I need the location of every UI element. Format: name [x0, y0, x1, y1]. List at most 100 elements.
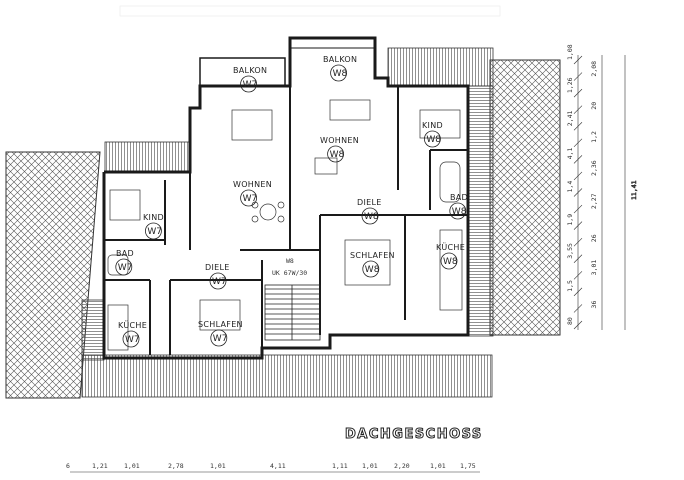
right-dim-value: 2,36: [590, 160, 598, 176]
unit-badge-schlafen-w7: [210, 329, 228, 347]
room-name-balkon-w7: BALKON: [233, 66, 267, 75]
unit-badge-kind-w8: [423, 130, 441, 148]
room-name-balkon-w8: BALKON: [323, 55, 357, 64]
unit-label-wohnen-w7: W7: [243, 194, 258, 204]
unit-label-kuche-w7: W7: [125, 335, 140, 345]
unit-badge-wohnen-w8: [327, 145, 345, 163]
unit-badge-kind-w7: [144, 222, 162, 240]
room-name-diele-w7: DIELE: [205, 263, 230, 272]
room-name-diele-w8: DIELE: [357, 198, 382, 207]
neighbour-building-left: [5, 151, 101, 399]
stair-spec-label: UK 67W/30: [272, 269, 307, 277]
right-dim-tick: [573, 105, 583, 114]
right-dim-value: 2,27: [590, 193, 598, 209]
right-dim-tick: [573, 72, 583, 81]
right-dim-value: 2,41: [566, 111, 574, 127]
unit-badge-bad-w8: [449, 202, 467, 220]
room-name-kind-w8: KIND: [422, 121, 443, 130]
unit-label-kuche-w8: W8: [443, 257, 458, 267]
right-dim-tick: [573, 221, 583, 230]
right-dim-value: 36: [590, 301, 598, 309]
room-name-bad-w7: BAD: [116, 249, 134, 258]
right-dim-tick: [573, 88, 583, 98]
bottom-dim-value: 2,78: [168, 462, 184, 470]
bottom-dimension-chain: 6 1,21 1,01 2,78 1,01 4,11 1,11 1,01 2,20 1,01 1,7…: [66, 462, 480, 473]
bottom-dim-value: 1,75: [460, 462, 476, 470]
right-dim-value: 1,26: [566, 77, 574, 93]
unit-badge-balkon-w7: [240, 75, 258, 93]
unit-label-diele-w7: W7: [212, 277, 227, 287]
bottom-dim-value: 1,01: [430, 462, 446, 470]
unit-label-kind-w7: W7: [147, 227, 162, 237]
unit-badge-balkon-w8: [330, 64, 348, 82]
bottom-dim-value: 4,11: [270, 462, 286, 470]
roof-surfaces: [81, 47, 494, 398]
unit-badge-diele-w8: [361, 207, 379, 225]
room-name-schlafen-w7: SCHLAFEN: [198, 320, 243, 329]
right-dim-tick: [573, 204, 583, 214]
right-dim-value: 3,55: [566, 243, 574, 259]
right-dim-tick: [573, 237, 583, 247]
right-dim-tick: [573, 138, 583, 148]
room-labels: BALKONW7BALKONW8WOHNENW8KINDW8WOHNENW7KI…: [115, 55, 468, 348]
right-dim-value: 4,1: [566, 148, 574, 160]
unit-label-wohnen-w8: W8: [330, 150, 345, 160]
neighbour-building-right: [489, 59, 561, 336]
right-dim-tick: [573, 122, 583, 131]
bottom-dim-value: 1,01: [362, 462, 378, 470]
stair-unit-label: W8: [286, 257, 294, 265]
right-dim-value: 20: [590, 102, 598, 110]
bottom-dim-value: 1,11: [332, 462, 348, 470]
room-name-kuche-w7: KÜCHE: [118, 320, 147, 330]
bottom-dim-value: 1,21: [92, 462, 108, 470]
room-name-bad-w8: BAD: [450, 193, 468, 202]
right-dim-tick: [573, 271, 583, 280]
unit-label-diele-w8: W8: [364, 212, 379, 222]
right-dim-value: 1,2: [590, 131, 598, 143]
furniture: [107, 99, 463, 351]
right-dim-value: 1,5: [566, 280, 574, 292]
unit-badge-diele-w7: [209, 272, 227, 290]
right-dim-value: 26: [590, 234, 598, 242]
right-dim-value: 1,4: [566, 181, 574, 193]
unit-label-bad-w7: W7: [118, 263, 133, 273]
right-dim-value: 3,01: [590, 260, 598, 276]
scan-artifact-header: [119, 5, 501, 17]
staircase: [264, 284, 321, 341]
right-dim-tick: [573, 171, 583, 181]
right-dim-tick: [573, 188, 583, 197]
stair-text: W8 UK 67W/30: [272, 257, 307, 277]
unit-label-balkon-w7: W7: [243, 80, 258, 90]
bottom-dim-value: 6: [66, 462, 70, 470]
unit-label-schlafen-w7: W7: [213, 334, 228, 344]
right-dim-value: 1,9: [566, 214, 574, 226]
right-dim-value: 1,08: [566, 44, 574, 60]
unit-badge-schlafen-w8: [362, 260, 380, 278]
right-dim-value: 2,08: [590, 61, 598, 77]
right-dim-tick: [573, 287, 583, 297]
unit-label-bad-w8: W8: [452, 207, 467, 217]
room-name-wohnen-w7: WOHNEN: [233, 180, 272, 189]
right-dim-tick: [573, 55, 583, 65]
unit-badge-kuche-w7: [122, 330, 140, 348]
bottom-dim-value: 1,01: [210, 462, 226, 470]
unit-label-balkon-w8: W8: [333, 69, 348, 79]
room-name-kind-w7: KIND: [143, 213, 164, 222]
right-dim-tick: [573, 155, 583, 164]
plan-title: DACHGESCHOSS: [345, 427, 483, 442]
unit-badge-kuche-w8: [440, 252, 458, 270]
room-name-kuche-w8: KÜCHE: [436, 242, 465, 252]
unit-badge-bad-w7: [115, 258, 133, 276]
bottom-dim-value: 2,20: [394, 462, 410, 470]
right-dim-tick: [573, 320, 583, 330]
right-total-dim: 11,41: [630, 180, 638, 200]
bottom-dim-value: 1,01: [124, 462, 140, 470]
room-name-wohnen-w8: WOHNEN: [320, 136, 359, 145]
right-dim-tick: [573, 254, 583, 263]
unit-label-kind-w8: W8: [426, 135, 441, 145]
right-dim-value: 80: [566, 317, 574, 325]
walls: [102, 36, 470, 360]
unit-badge-wohnen-w7: [240, 189, 258, 207]
room-name-schlafen-w8: SCHLAFEN: [350, 251, 395, 260]
